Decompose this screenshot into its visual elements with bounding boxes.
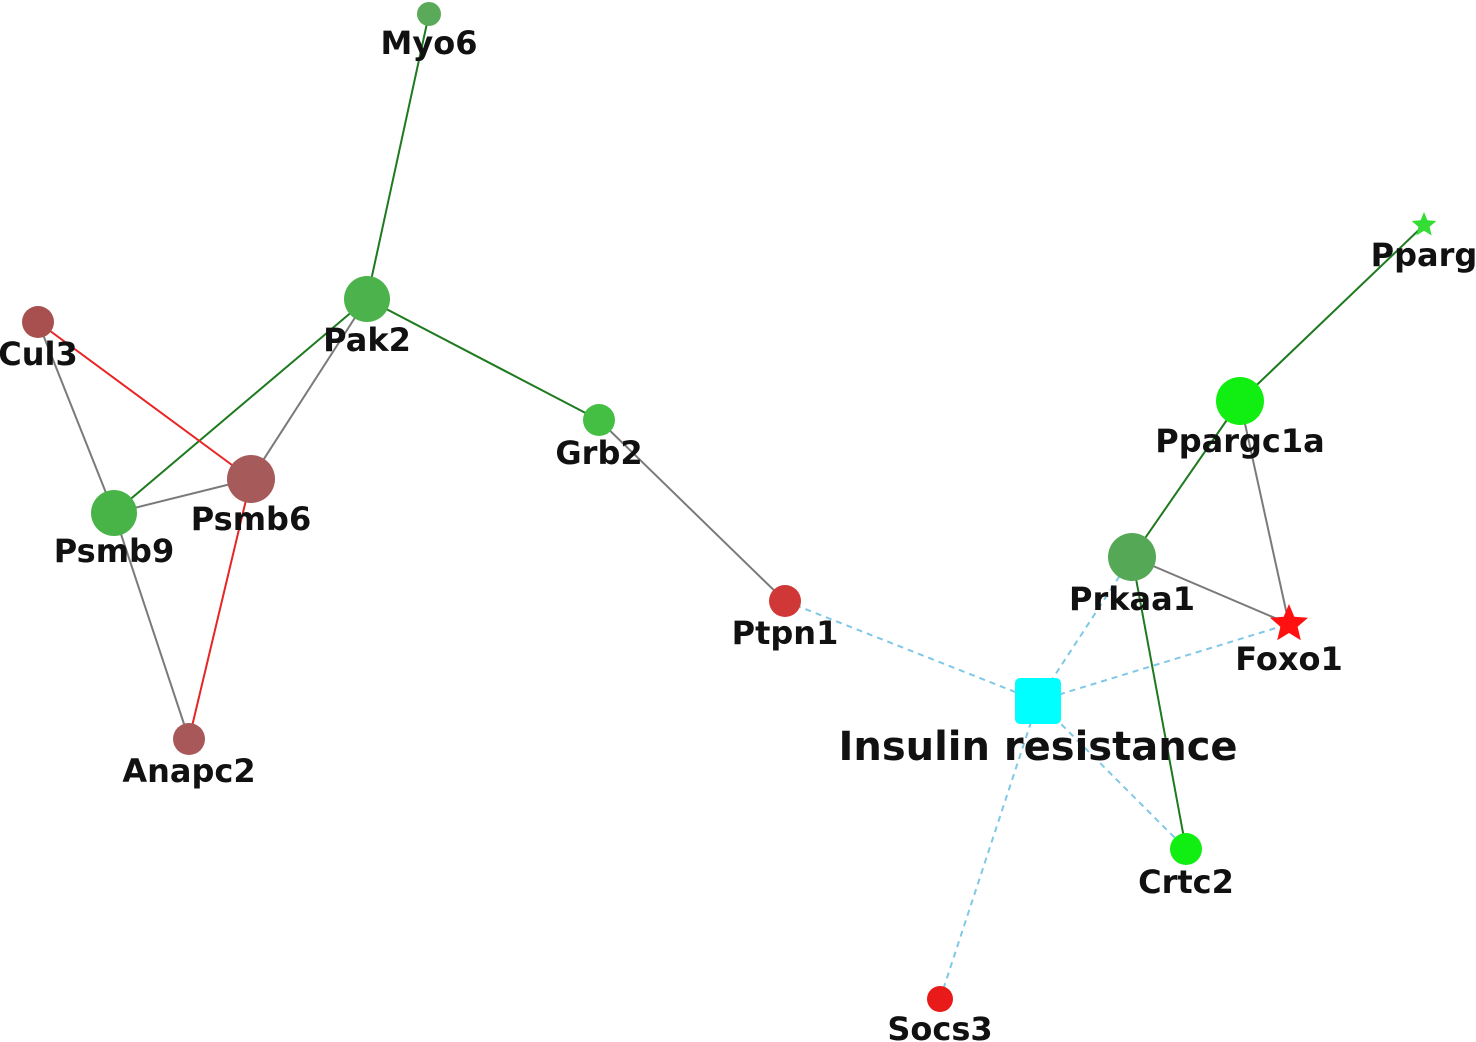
edge-cul3-psmb9 [37, 321, 115, 514]
node-label-insulin: Insulin resistance [838, 724, 1237, 770]
edge-insulin-crtc2 [1037, 700, 1187, 850]
node-psmb9[interactable] [91, 490, 137, 536]
node-cul3[interactable] [22, 306, 54, 338]
node-pak2[interactable] [344, 276, 390, 322]
node-foxo1[interactable] [1270, 604, 1308, 641]
node-ptpn1[interactable] [769, 585, 801, 617]
edge-pak2-psmb9 [113, 298, 368, 514]
edge-prkaa1-crtc2 [1131, 556, 1187, 850]
node-label-socs3: Socs3 [887, 1010, 992, 1042]
edge-ppargc1a-prkaa1 [1131, 400, 1241, 558]
node-psmb6[interactable] [227, 455, 275, 503]
edge-grb2-ptpn1 [598, 419, 786, 602]
edge-ptpn1-insulin [784, 600, 1039, 702]
node-label-myo6: Myo6 [381, 24, 478, 62]
node-crtc2[interactable] [1170, 833, 1202, 865]
node-label-foxo1: Foxo1 [1235, 640, 1342, 678]
node-label-grb2: Grb2 [555, 434, 642, 472]
node-anapc2[interactable] [173, 723, 205, 755]
node-label-anapc2: Anapc2 [122, 752, 255, 790]
node-socs3[interactable] [927, 986, 953, 1012]
node-grb2[interactable] [583, 404, 615, 436]
node-pparg[interactable] [1411, 212, 1437, 236]
node-label-crtc2: Crtc2 [1138, 863, 1234, 901]
node-label-prkaa1: Prkaa1 [1069, 580, 1195, 618]
node-insulin[interactable] [1015, 678, 1061, 724]
node-myo6[interactable] [417, 2, 441, 26]
node-label-psmb6: Psmb6 [191, 500, 311, 538]
edge-cul3-psmb6 [37, 321, 252, 480]
edge-prkaa1-foxo1 [1131, 556, 1290, 625]
edges-layer [37, 13, 1425, 1000]
node-ppargc1a[interactable] [1216, 377, 1264, 425]
node-label-pak2: Pak2 [323, 321, 411, 359]
node-label-pparg: Pparg [1371, 236, 1476, 274]
edge-myo6-pak2 [366, 13, 430, 300]
edge-pparg-ppargc1a [1239, 224, 1425, 402]
node-label-ptpn1: Ptpn1 [732, 614, 839, 652]
node-label-cul3: Cul3 [0, 335, 78, 373]
edge-insulin-socs3 [939, 700, 1039, 1000]
nodes-layer [22, 2, 1437, 1012]
node-prkaa1[interactable] [1108, 533, 1156, 581]
edge-pak2-grb2 [366, 298, 600, 421]
edge-psmb6-anapc2 [188, 478, 252, 740]
node-label-ppargc1a: Ppargc1a [1155, 422, 1324, 460]
edge-pak2-psmb6 [250, 298, 368, 480]
edge-ppargc1a-foxo1 [1239, 400, 1290, 625]
edge-insulin-prkaa1 [1037, 556, 1133, 702]
edge-psmb9-anapc2 [113, 512, 190, 740]
node-label-psmb9: Psmb9 [54, 532, 174, 570]
